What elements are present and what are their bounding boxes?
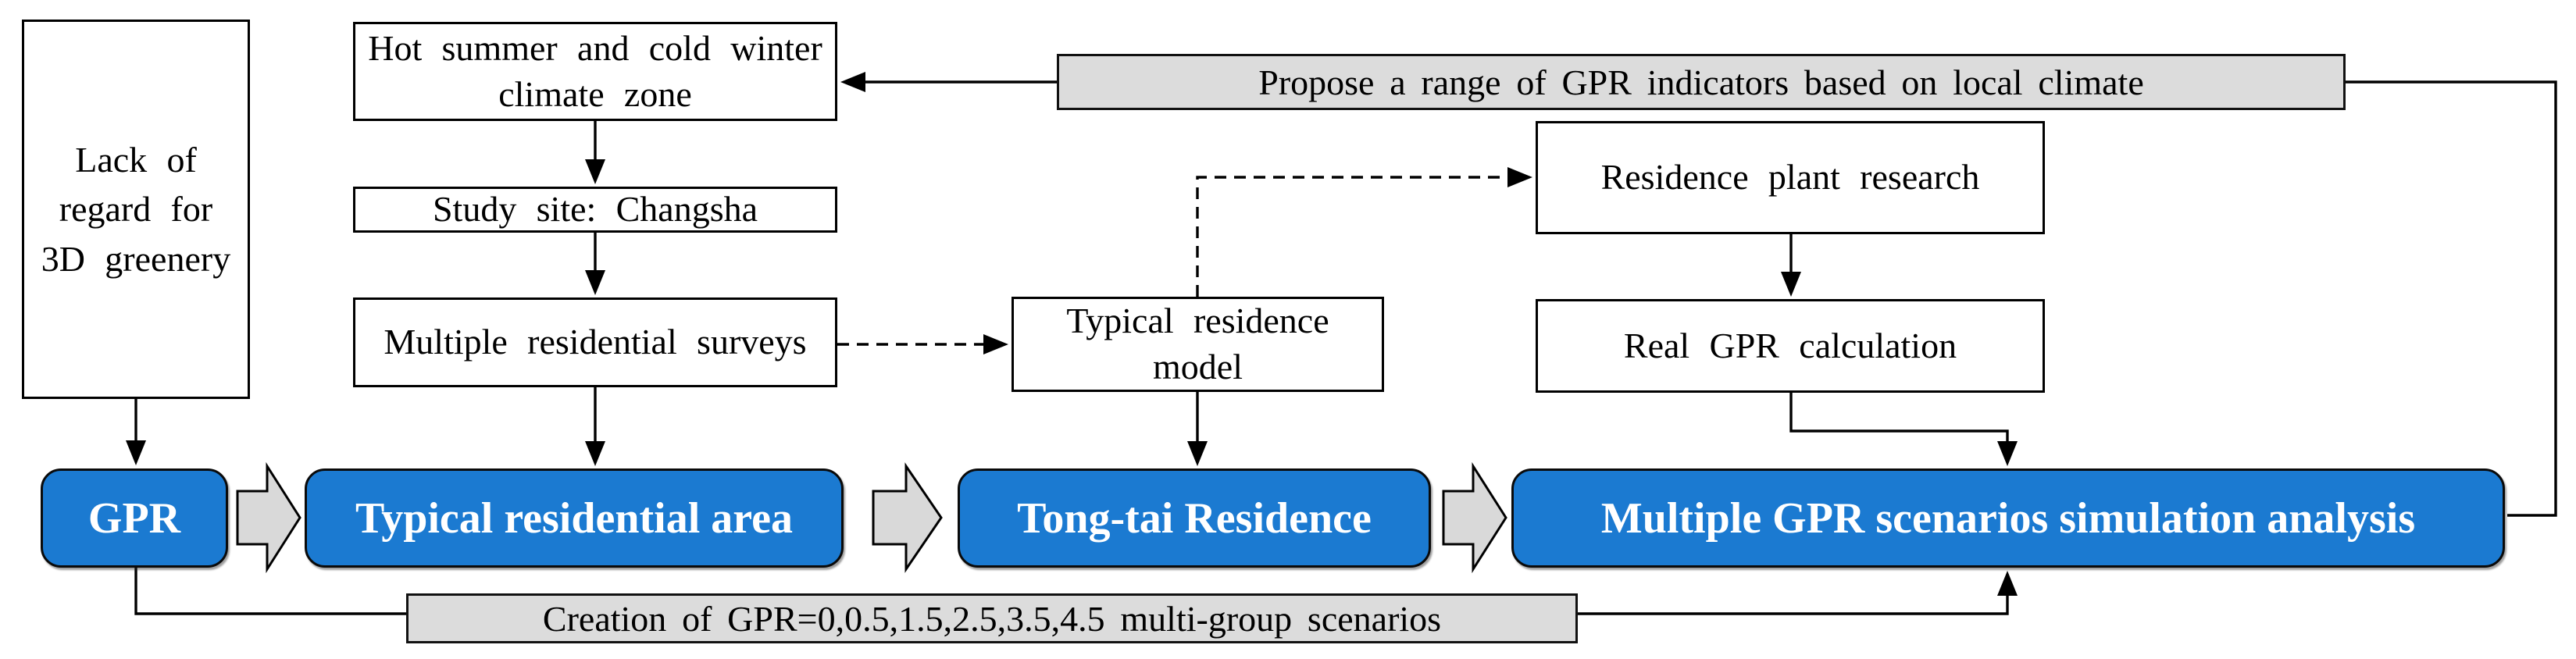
- block-arrow-area-to-tongtai: [872, 462, 943, 573]
- connector-creation-to-sim: [1578, 571, 2018, 615]
- block-arrow-gpr-to-area: [236, 461, 301, 574]
- box-residence-model: Typical residence model: [1011, 297, 1384, 392]
- box-lack-of-regard: Lack of regard for 3D greenery: [22, 20, 250, 399]
- box-climate-zone-label: Hot summer and cold winter climate zone: [368, 27, 822, 114]
- box-gpr-label: GPR: [87, 493, 181, 543]
- box-real-gpr: Real GPR calculation: [1536, 299, 2045, 393]
- block-arrow-tongtai-to-sim: [1442, 461, 1507, 574]
- box-tongtai-label: Tong-tai Residence: [1017, 493, 1372, 543]
- box-simulation-label: Multiple GPR scenarios simulation analys…: [1600, 493, 2416, 543]
- connector-model-to-plant-dashed: [1196, 167, 1532, 297]
- connector-realgpr-to-sim: [1789, 393, 2018, 466]
- box-simulation: Multiple GPR scenarios simulation analys…: [1511, 468, 2505, 568]
- box-plant-research-label: Residence plant research: [1600, 157, 1980, 198]
- banner-creation-label: Creation of GPR=0,0.5,1.5,2.5,3.5,4.5 mu…: [542, 598, 1442, 639]
- banner-creation-scenarios: Creation of GPR=0,0.5,1.5,2.5,3.5,4.5 mu…: [406, 593, 1578, 643]
- box-surveys: Multiple residential surveys: [353, 297, 837, 387]
- box-tongtai: Tong-tai Residence: [958, 468, 1431, 568]
- box-plant-research: Residence plant research: [1536, 121, 2045, 234]
- banner-propose-gpr-indicators: Propose a range of GPR indicators based …: [1057, 54, 2346, 110]
- box-climate-zone: Hot summer and cold winter climate zone: [353, 22, 837, 121]
- connector-propose-to-sim-feedback: [2346, 80, 2557, 517]
- box-study-site: Study site: Changsha: [353, 187, 837, 233]
- box-lack-of-regard-label: Lack of regard for 3D greenery: [41, 139, 231, 279]
- box-surveys-label: Multiple residential surveys: [384, 322, 807, 362]
- banner-propose-label: Propose a range of GPR indicators based …: [1258, 62, 2144, 102]
- box-typical-area-label: Typical residential area: [355, 493, 793, 543]
- box-real-gpr-label: Real GPR calculation: [1623, 325, 1957, 365]
- box-gpr: GPR: [41, 468, 228, 568]
- box-residence-model-label: Typical residence model: [1066, 301, 1329, 386]
- box-typical-area: Typical residential area: [305, 468, 844, 568]
- connector-gpr-to-creation: [134, 568, 407, 615]
- box-study-site-label: Study site: Changsha: [432, 189, 758, 230]
